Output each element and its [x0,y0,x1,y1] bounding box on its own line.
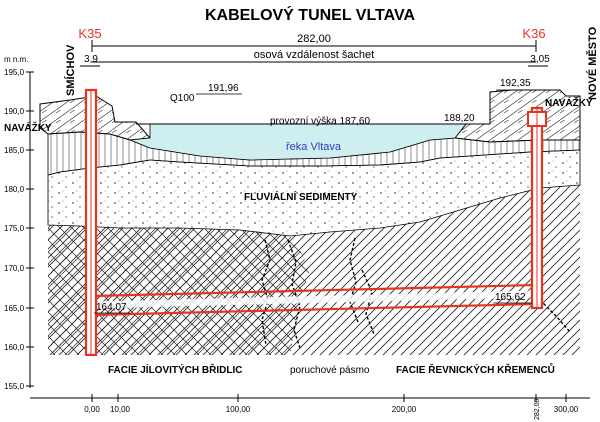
level-165: 165,0 [4,304,25,313]
q100-level: 191,96 [208,83,239,94]
level-185: 185,0 [4,146,25,155]
shale-layer [48,225,310,355]
chainage-300: 300,00 [554,405,579,414]
span-description: osová vzdálenost šachet [254,49,374,61]
level-175: 175,0 [4,224,25,233]
side-label-right: NOVÉ MĚSTO [586,26,599,100]
quartzite-label: FACIE ŘEVNICKÝCH KŘEMENCŮ [396,362,555,376]
level-170: 170,0 [4,264,25,273]
chainage-282: 282,00 [534,398,541,420]
elevation-ticks: 195,0 190,0 185,0 180,0 175,0 170,0 165,… [4,68,34,391]
level-180: 180,0 [4,185,25,194]
fault-zone-lines [261,237,571,349]
span-length: 282,00 [297,33,331,45]
shaft-label-k36: K36 [522,26,545,41]
chainage-200: 200,00 [392,405,417,414]
river-label: řeka Vltava [286,141,342,153]
axis-unit-label: m n.m. [4,55,28,64]
k36-bottom-level: 165,62 [495,292,526,303]
level-160: 160,0 [4,343,25,352]
chainage-10: 10,00 [110,405,131,414]
shale-label: FACIE JÍLOVITÝCH BŘIDLIC [108,363,242,376]
span-dimension [91,40,537,63]
diagram-title: KABELOVÝ TUNEL VLTAVA [205,5,416,24]
shaft-k36 [527,106,547,310]
shaft-k35 [84,88,98,357]
side-label-left: SMÍCHOV [64,44,77,96]
level-190: 190,0 [4,107,25,116]
chainage-100: 100,00 [226,405,251,414]
right-bank-level: 188,20 [444,113,475,124]
offset-left: 3,9 [84,54,98,65]
operating-level: provozní výška 187,60 [270,116,370,127]
chainage-0: 0,00 [84,405,100,414]
k35-bottom-level: 164,07 [96,302,127,313]
level-195: 195,0 [4,68,25,77]
chainage-ticks: 0,00 10,00 100,00 200,00 282,00 300,00 [84,394,579,420]
fault-label: poruchové pásmo [290,365,370,376]
sediment-label: FLUVIÁLNÍ SEDIMENTY [244,190,358,203]
shaft-top-level: 192,35 [500,78,531,89]
fill-right-label: NAVÁŽKY [545,96,593,109]
level-155: 155,0 [4,382,25,391]
q100-label: Q100 [170,93,195,104]
label-band [48,356,580,380]
shaft-label-k35: K35 [78,26,101,41]
offset-right: 3,05 [530,54,550,65]
tunnel [91,283,537,317]
fill-left-label: NAVÁŽKY [4,121,52,134]
